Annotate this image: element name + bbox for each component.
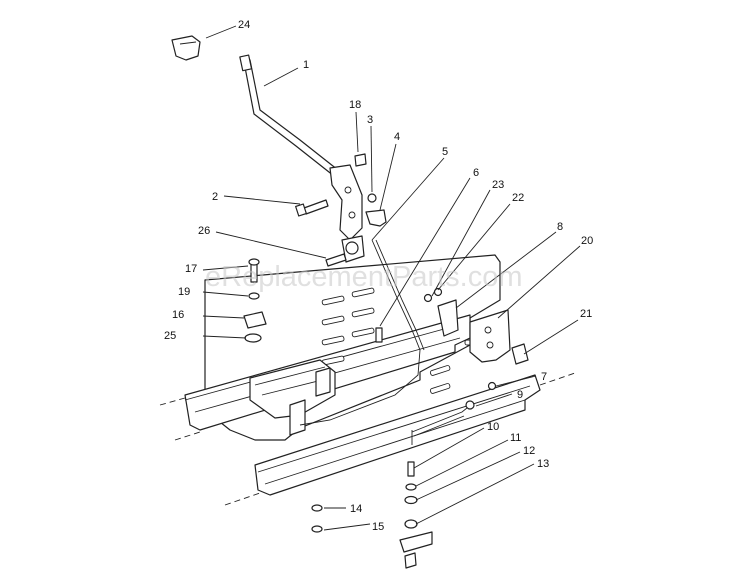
callout-8: 8 [557,221,563,233]
callout-18: 18 [349,99,361,111]
callout-5: 5 [442,146,448,158]
callout-26: 26 [198,225,210,237]
callout-19: 19 [178,286,190,298]
callout-6: 6 [473,167,479,179]
callout-20: 20 [581,235,593,247]
callout-16: 16 [172,309,184,321]
frame-slots [321,287,476,394]
callout-21: 21 [580,308,592,320]
callout-4: 4 [394,131,400,143]
callout-labels: 24 1 18 3 4 5 6 23 22 2 26 8 20 17 19 16… [164,19,593,533]
callout-24: 24 [238,19,250,31]
callout-13: 13 [537,458,549,470]
callout-11: 11 [510,432,521,444]
link-rod [311,400,475,569]
callout-23: 23 [492,179,504,191]
frame-assembly [159,239,576,506]
callout-2: 2 [212,191,218,203]
callout-7: 7 [541,371,547,383]
shift-lever [171,35,387,267]
leader-lines [202,25,581,531]
callout-22: 22 [512,192,524,204]
right-bracket [375,287,529,391]
callout-25: 25 [164,330,176,342]
callout-10: 10 [487,421,499,433]
callout-12: 12 [523,445,535,457]
callout-17: 17 [185,263,197,275]
callout-9: 9 [517,389,523,401]
callout-14: 14 [350,503,362,515]
callout-3: 3 [367,114,373,126]
lever-knob [171,35,201,61]
callout-15: 15 [372,521,384,533]
callout-1: 1 [303,59,309,71]
